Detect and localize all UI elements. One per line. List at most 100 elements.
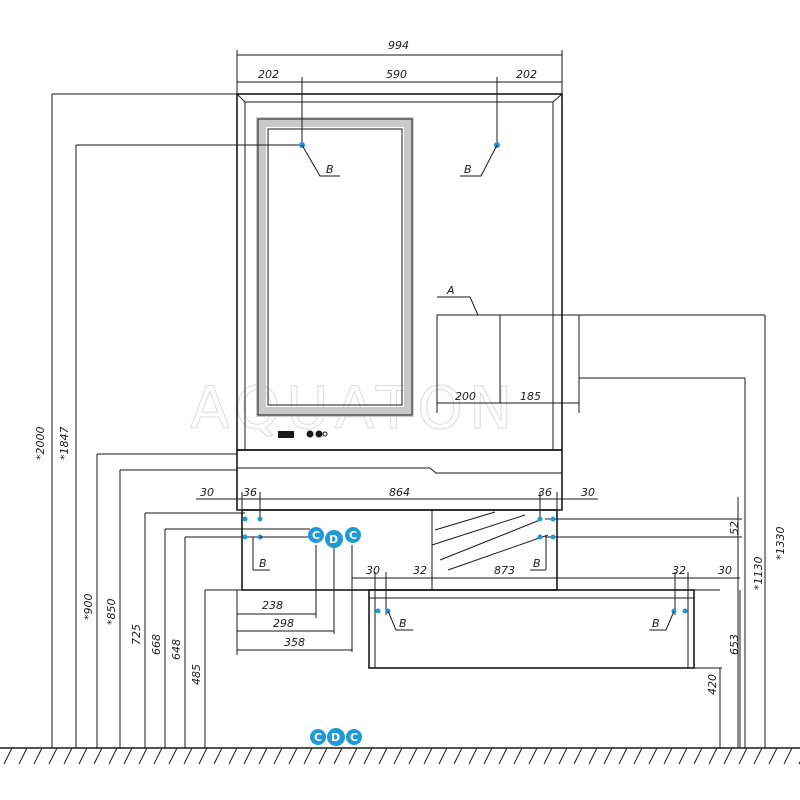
mount-point [257, 516, 263, 522]
row2-dimensions: 30 32 873 32 30 [352, 564, 740, 615]
floor-hatch [663, 747, 673, 765]
dim-994: 994 [388, 39, 409, 52]
mount-point [242, 516, 248, 522]
dim-648: 648 [170, 639, 183, 660]
dim-box-200: 200 [455, 390, 476, 403]
dim-52: 52 [728, 521, 741, 535]
floor-hatch [738, 747, 748, 765]
floor-hatch [213, 747, 223, 765]
dim-725: 725 [130, 624, 143, 645]
floor-hatch [348, 747, 358, 765]
dim-1330: *1330 [774, 527, 787, 561]
floor-hatch [183, 747, 193, 765]
row1-dimensions: 30 36 864 36 30 [196, 486, 598, 520]
floor-hatch [588, 747, 598, 765]
dim-668: 668 [150, 634, 163, 655]
mount-point [550, 516, 556, 522]
floor-hatch [78, 747, 88, 765]
hatch-3 [434, 511, 496, 531]
floor-hatch [693, 747, 703, 765]
floor-hatch [243, 747, 253, 765]
floor-hatch [753, 747, 763, 765]
floor-hatch [528, 747, 538, 765]
floor-hatch [438, 747, 448, 765]
switch-panel [278, 431, 294, 438]
dim-2000: *2000 [34, 427, 47, 461]
mounting-points: B B B B B B [242, 142, 688, 631]
mount-point [682, 608, 688, 614]
floor-hatch [708, 747, 718, 765]
b-label: B [399, 617, 407, 630]
b-leader [460, 144, 498, 177]
floor-hatch [63, 747, 73, 765]
countertop [236, 449, 563, 511]
floor-hatch [483, 747, 493, 765]
floor-hatch [543, 747, 553, 765]
b-leader [301, 144, 340, 177]
mount-point [550, 534, 556, 540]
floor-hatch [108, 747, 118, 765]
left-dimensions: *2000 *1847 *900 *850 725 668 648 485 [34, 93, 369, 748]
lower-cabinet-outline [368, 589, 695, 669]
dim-row1-30a: 30 [200, 486, 214, 499]
floor-hatch [123, 747, 133, 765]
dim-358: 358 [284, 636, 305, 649]
floor-hatch [723, 747, 733, 765]
cdc-circle [308, 527, 324, 543]
floor-hatch [423, 747, 433, 765]
switch-knob-1 [306, 430, 314, 438]
cdc-circle [345, 527, 361, 543]
floor-hatch [678, 747, 688, 765]
callout-a-leader [469, 296, 479, 316]
floor-hatch [273, 747, 283, 765]
cdc-circle [327, 728, 345, 746]
mount-point [537, 534, 543, 540]
b-leader [387, 610, 413, 631]
dim-298: 298 [273, 617, 294, 630]
dim-row2-32a: 32 [413, 564, 427, 577]
floor-hatch [258, 747, 268, 765]
dim-202-left: 202 [258, 68, 279, 81]
floor-hatch [48, 747, 58, 765]
cdc-marker-floor: C D C [310, 728, 362, 746]
cdc-circle [310, 729, 326, 745]
dim-653: 653 [728, 634, 741, 655]
top-dimensions: 994 202 590 202 [236, 39, 563, 145]
floor-hatch [378, 747, 388, 765]
cdc-circle [346, 729, 362, 745]
mirror-inner [267, 128, 403, 406]
floor-hatch [168, 747, 178, 765]
b-label: B [533, 557, 541, 570]
dim-1847: *1847 [58, 427, 71, 461]
hatch-4 [447, 534, 549, 571]
floor-hatch [393, 747, 403, 765]
mirror-outer [257, 118, 413, 416]
floor-hatch [633, 747, 643, 765]
floor-hatch [18, 747, 28, 765]
dim-row2-30b: 30 [718, 564, 732, 577]
side-box-a: A 200 185 [436, 284, 580, 413]
dim-row2-873: 873 [494, 564, 515, 577]
floor-hatch [288, 747, 298, 765]
cdc-marker-upper: C D C [260, 527, 361, 548]
floor-hatch [648, 747, 658, 765]
floor-hatch [198, 747, 208, 765]
dim-485: 485 [190, 664, 203, 685]
floor-hatch [768, 747, 778, 765]
b-label: B [259, 557, 267, 570]
dim-row1-30b: 30 [581, 486, 595, 499]
cdc-letter: C [349, 529, 357, 542]
floor-hatch [573, 747, 583, 765]
floor-hatch [303, 747, 313, 765]
cdc-circle [325, 530, 343, 548]
floor-hatch [3, 747, 13, 765]
mount-point [375, 608, 381, 614]
floor-hatch [138, 747, 148, 765]
dim-590: 590 [386, 68, 407, 81]
b-leader [649, 610, 675, 631]
floor-hatch [318, 747, 328, 765]
dim-238: 238 [262, 599, 283, 612]
floor-hatch [228, 747, 238, 765]
